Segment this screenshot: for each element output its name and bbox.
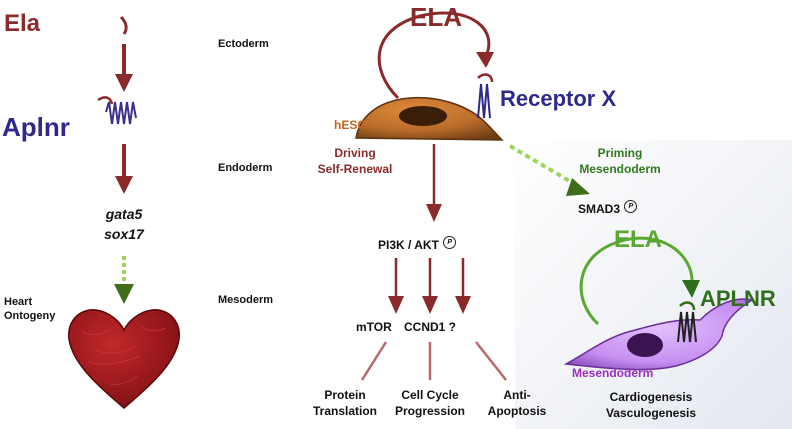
mtor-to-protein-line [360, 341, 388, 381]
mesendo-ela-loop [579, 236, 694, 326]
antiapoptosis-label-1: Anti- [503, 388, 531, 402]
heart-ontogeny-label-1: Heart [4, 296, 33, 308]
hesc-nucleus [399, 106, 447, 126]
ccnd1-label: CCND1 ? [404, 320, 457, 334]
aplnr-receptor-mes-icon [677, 311, 697, 343]
hesc-to-pi3k-arrow [426, 144, 442, 222]
mesoderm-label: Mesoderm [218, 294, 274, 306]
aplnr-ligand-icon [97, 96, 114, 105]
protein-label-2: Translation [312, 404, 377, 418]
aplnr-ligand-mes-icon [679, 301, 696, 311]
ectoderm-label: Ectoderm [218, 38, 269, 50]
gata5-label: gata5 [105, 206, 143, 222]
endoderm-label: Endoderm [218, 162, 273, 174]
hesc-ela-loop-arrowhead [476, 52, 494, 68]
right-panel-background [515, 140, 792, 429]
heart-ontogeny-label-2: Ontogeny [4, 310, 56, 322]
smad3-text: SMAD3 [578, 202, 621, 216]
aplnr-label: Aplnr [2, 112, 70, 142]
receptor-x-ligand-icon [477, 73, 494, 83]
priming-label-1: Priming [597, 146, 643, 160]
gata5-to-heart-arrow [114, 256, 134, 304]
protein-label-1: Protein [324, 388, 366, 402]
ela-peptide-icon [119, 15, 128, 35]
receptor-x-label: Receptor X [500, 86, 617, 111]
mesendoderm-nucleus [627, 333, 663, 357]
mesendo-ela-loop-arrowhead [682, 280, 700, 298]
pi3k-akt-label: PI3K / AKT P [378, 236, 457, 252]
aplnr-receptor-icon [105, 101, 137, 125]
smad3-label: SMAD3 P [578, 200, 638, 216]
hesc-ela-loop [377, 11, 491, 100]
ela-label: Ela [4, 10, 41, 37]
cardiogenesis-label: Cardiogenesis [609, 390, 693, 404]
vasculogenesis-label: Vasculogenesis [605, 406, 697, 420]
sox17-label: sox17 [104, 226, 144, 242]
mesendo-aplnr-label: APLNR [700, 286, 776, 311]
heart-icon [67, 309, 181, 409]
phospho-icon: P [443, 236, 457, 249]
phospho-icon: P [624, 200, 638, 213]
cellcycle-label-1: Cell Cycle [401, 388, 459, 402]
driving-label-1: Driving [334, 146, 376, 160]
receptor-x-icon [477, 83, 491, 119]
mesendoderm-label: Mesendoderm [572, 366, 654, 380]
cellcycle-label-2: Progression [394, 404, 466, 418]
ela-to-aplnr-arrow [115, 44, 133, 92]
aplnr-to-gata5-arrow [115, 144, 133, 194]
driving-label-2: Self-Renewal [317, 162, 393, 176]
hesc-to-smad3-arrow [508, 144, 590, 196]
mesendoderm-cell [563, 298, 754, 371]
pi3k-akt-text: PI3K / AKT [378, 238, 439, 252]
pi3k-to-mtor-arrow [388, 258, 404, 314]
mesendo-ela-label: ELA [614, 226, 662, 253]
hesc-ela-label: ELA [410, 2, 462, 32]
antiapoptosis-label-2: Apoptosis [487, 404, 547, 418]
heart-texture [81, 325, 167, 385]
priming-label-2: Mesendoderm [579, 162, 661, 176]
mtor-label: mTOR [356, 320, 392, 334]
apoptosis-line [475, 341, 507, 381]
pi3k-to-ccnd1-arrow [422, 258, 438, 314]
hesc-label: hESC [334, 118, 367, 132]
pi3k-to-apoptosis-arrow [455, 258, 471, 314]
